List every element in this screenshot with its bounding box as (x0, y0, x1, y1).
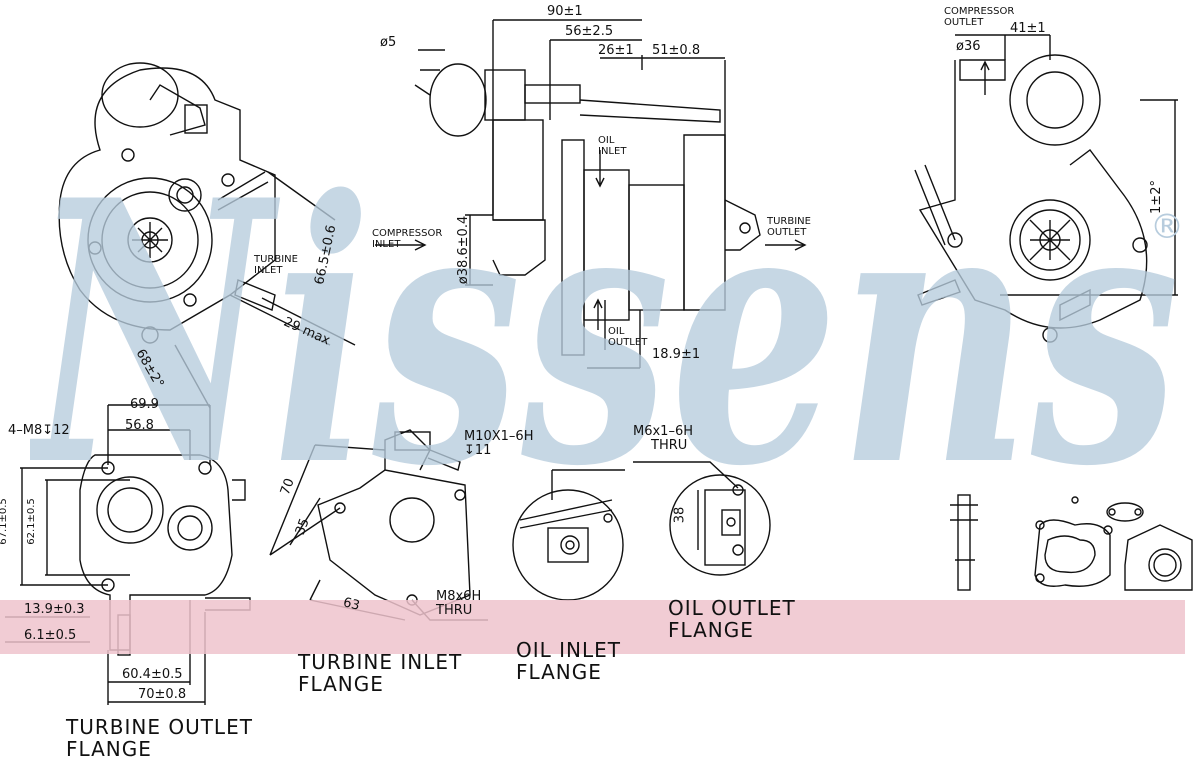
dim-phi5: ø5 (380, 35, 397, 50)
turbine-outlet-flange-drawing (5, 404, 251, 705)
dim-69-9: 69.9 (130, 397, 159, 412)
dim-62-1: 62.1±0.5 (25, 498, 37, 545)
rear-view-drawing (914, 34, 1178, 343)
dim-56-8: 56.8 (125, 418, 154, 433)
dim-26: 26±1 (598, 43, 634, 58)
thread-4-m8: 4–M8↧12 (8, 423, 70, 438)
watermark-text: Nissens (30, 122, 1180, 520)
front-view-drawing (58, 62, 356, 409)
dim-38: 38 (672, 506, 688, 524)
dim-67-1: 67.1±0.5 (0, 498, 9, 545)
dim-13-9: 13.9±0.3 (24, 602, 85, 617)
dim-51: 51±0.8 (652, 43, 701, 58)
dim-90: 90±1 (547, 4, 583, 19)
side-view-drawing (375, 19, 807, 369)
dim-6-1: 6.1±0.5 (24, 628, 77, 643)
dim-70: 70±0.8 (138, 687, 187, 702)
dim-56: 56±2.5 (565, 24, 614, 39)
dim-41: 41±1 (1010, 21, 1046, 36)
dim-18-9: 18.9±1 (652, 347, 701, 362)
gaskets-and-parts (950, 494, 1193, 591)
dim-1-deg: 1±2° (1148, 180, 1164, 214)
registered-mark: ® (1150, 207, 1184, 247)
thread-m10x1: M10X1–6H↧11 (464, 429, 534, 458)
nissens-watermark: Nissens (30, 122, 1180, 520)
highlight-band (0, 600, 1185, 654)
dim-60-4: 60.4±0.5 (122, 667, 183, 682)
dim-phi38-6: ø38.6±0.4 (456, 215, 472, 285)
dim-phi36: ø36 (956, 39, 981, 54)
oil-outlet-flange-drawing (633, 461, 771, 576)
